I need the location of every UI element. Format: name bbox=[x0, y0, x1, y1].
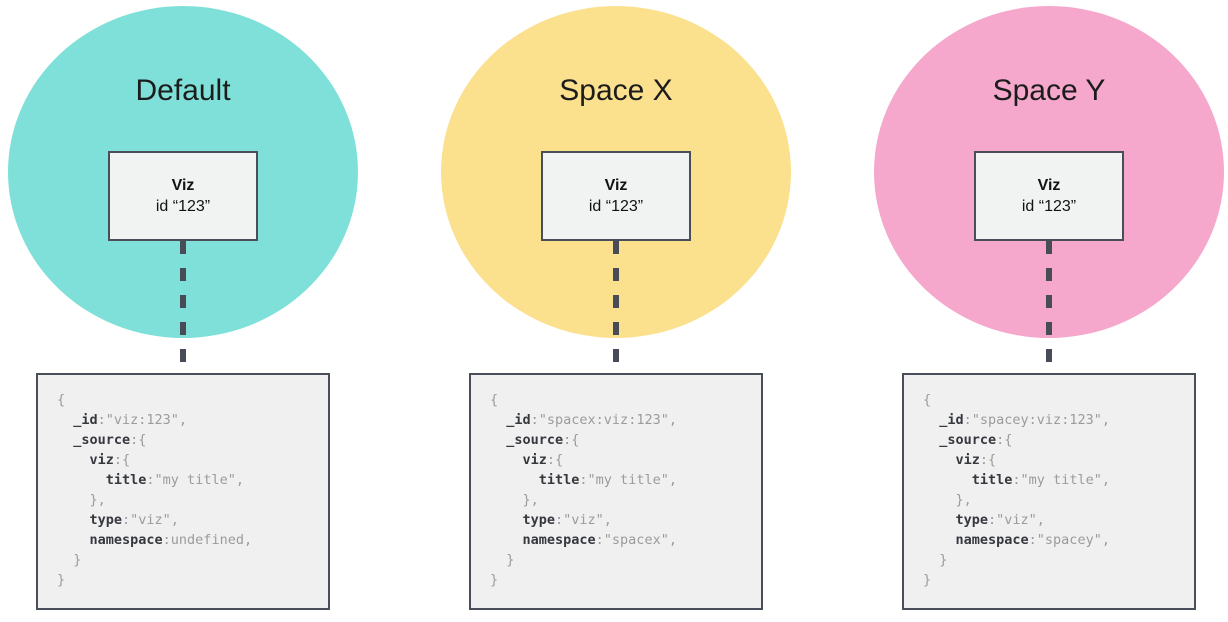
viz-node-id: id “123” bbox=[155, 198, 211, 215]
document-code-block-space-y: { _id:"spacey:viz:123", _source:{ viz:{ … bbox=[902, 373, 1196, 610]
space-column-space-y: Space Y Viz id “123” { _id:"spacey:viz:1… bbox=[874, 0, 1224, 622]
viz-node-id: id “123” bbox=[588, 198, 644, 215]
space-label-default: Default bbox=[135, 74, 231, 107]
viz-node-space-y: Viz id “123” bbox=[974, 151, 1124, 241]
document-code-block-default: { _id:"viz:123", _source:{ viz:{ title:"… bbox=[36, 373, 330, 610]
space-column-space-x: Space X Viz id “123” { _id:"spacex:viz:1… bbox=[441, 0, 791, 622]
viz-node-id: id “123” bbox=[1021, 198, 1077, 215]
viz-node-default: Viz id “123” bbox=[108, 151, 258, 241]
space-label-space-x: Space X bbox=[559, 74, 673, 107]
dashed-connector-space-x bbox=[613, 241, 619, 373]
viz-node-title: Viz bbox=[1037, 177, 1061, 194]
space-label-space-y: Space Y bbox=[992, 74, 1106, 107]
space-column-default: Default Viz id “123” { _id:"viz:123", _s… bbox=[8, 0, 358, 622]
dashed-connector-default bbox=[180, 241, 186, 373]
viz-node-title: Viz bbox=[171, 177, 195, 194]
viz-node-title: Viz bbox=[604, 177, 628, 194]
viz-node-space-x: Viz id “123” bbox=[541, 151, 691, 241]
document-code-block-space-x: { _id:"spacex:viz:123", _source:{ viz:{ … bbox=[469, 373, 763, 610]
dashed-connector-space-y bbox=[1046, 241, 1052, 373]
